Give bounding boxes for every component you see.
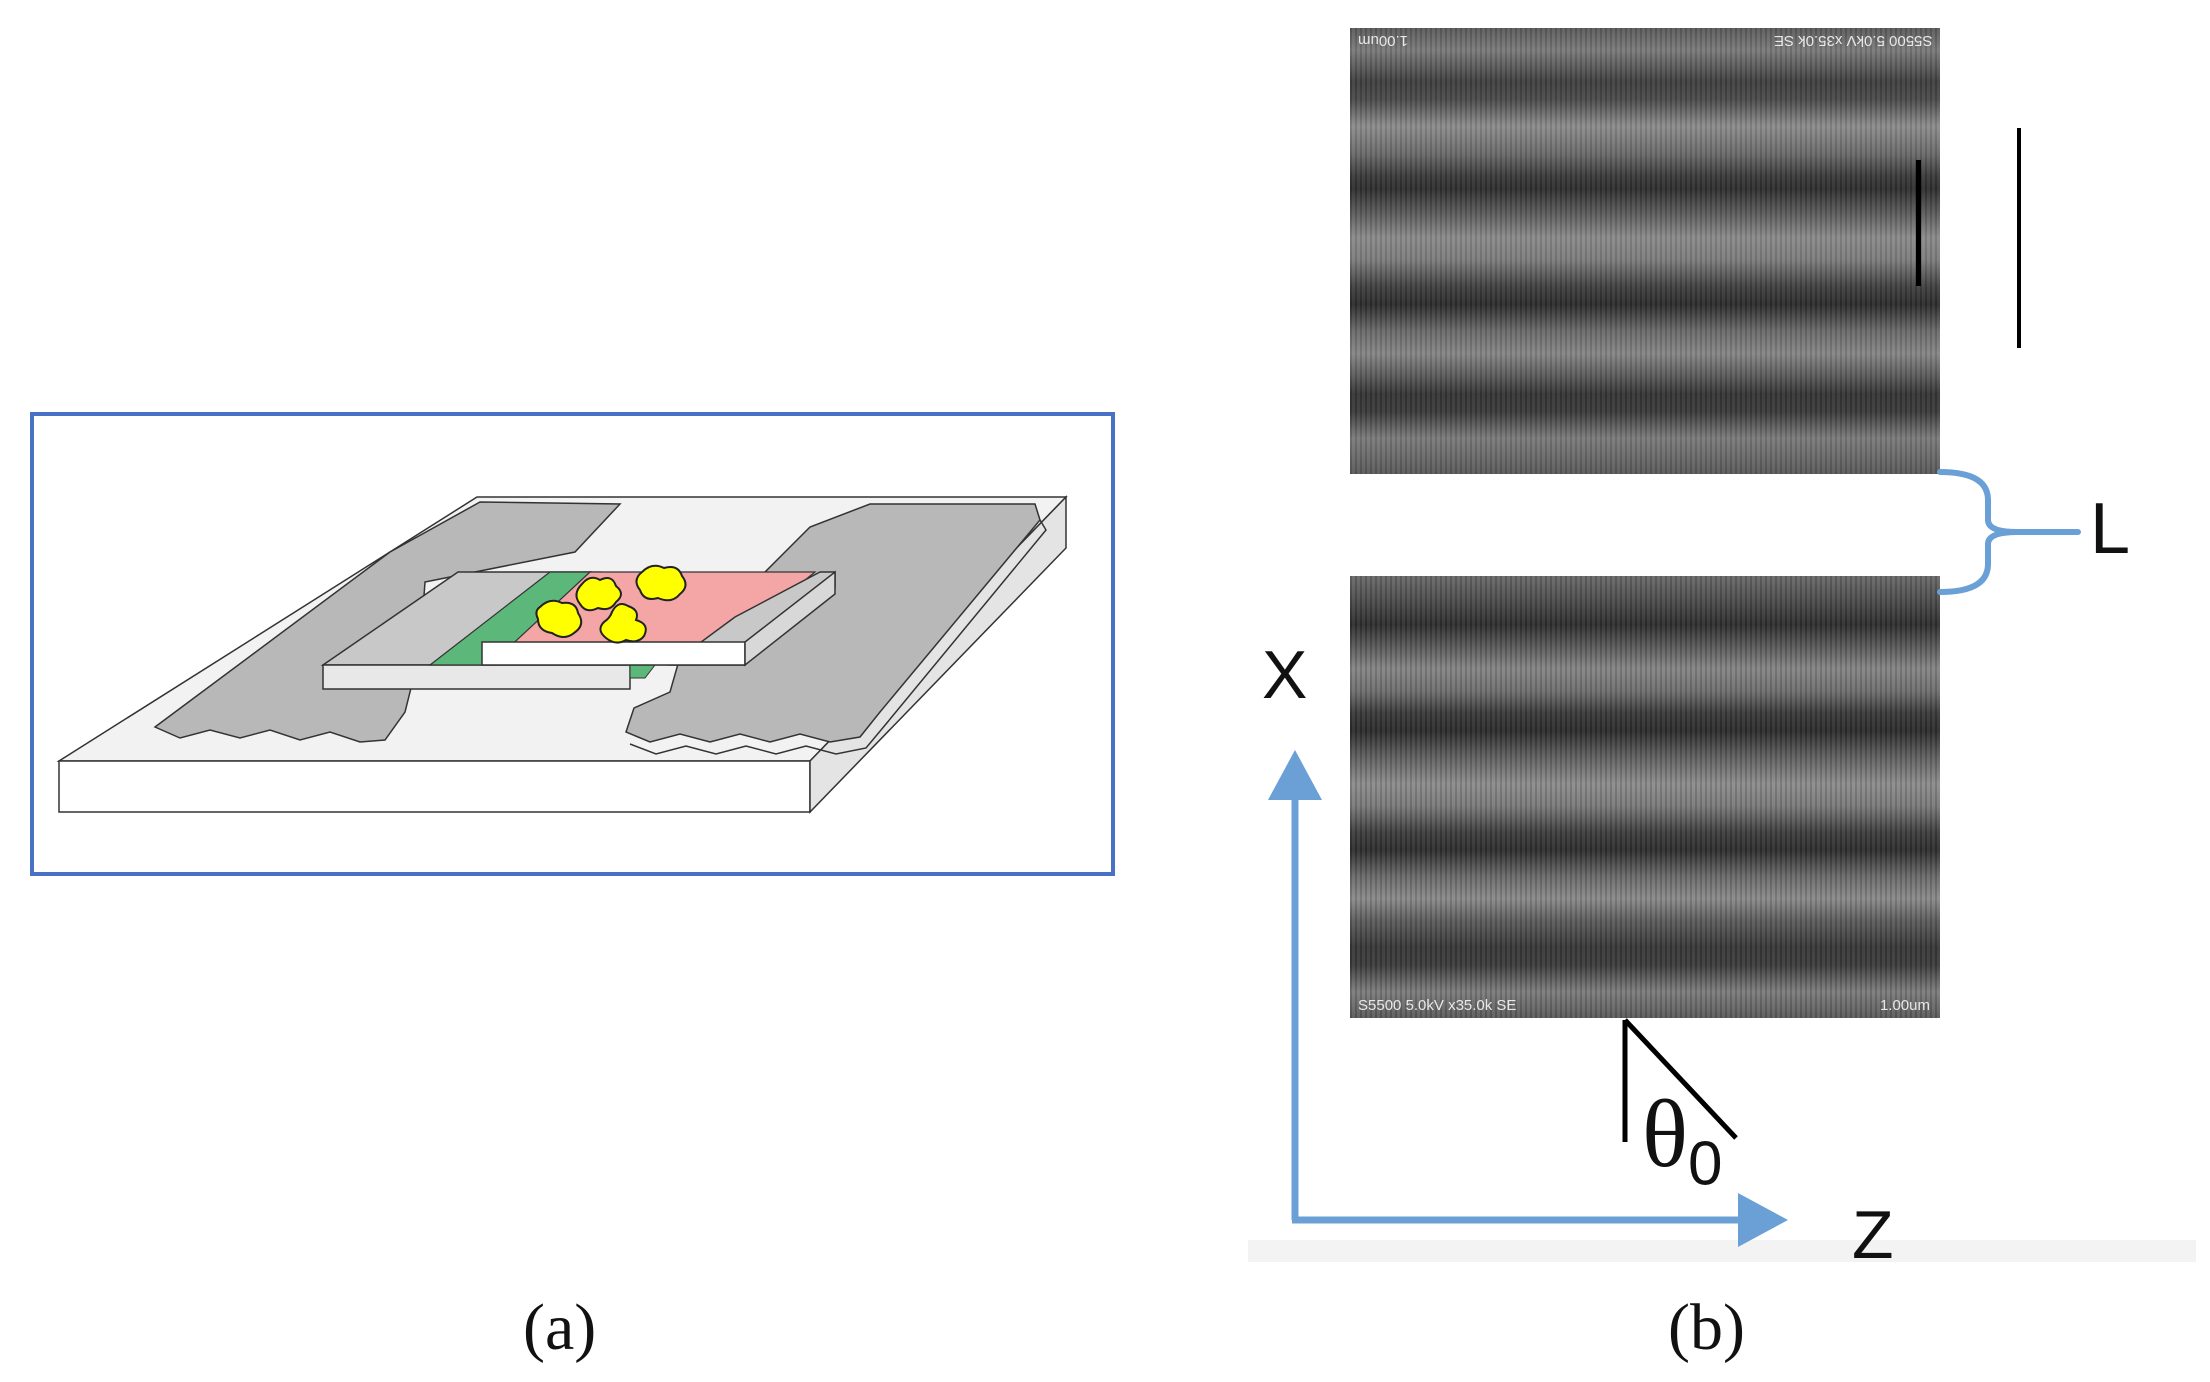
gap-label: L [2090,489,2131,569]
gap-brace [1937,469,2081,595]
panel-b-bottom-shade [1248,1240,2196,1262]
device-schematic [30,412,1115,876]
scale-line-long [2017,128,2021,348]
x-axis-arrowhead [1268,750,1322,800]
sem-image-top: S5500 5.0kV x35.0k SE 1.00um [1350,28,1940,474]
angle-symbol: θ [1642,1080,1688,1187]
sem-image-bottom: S5500 5.0kV x35.0k SE 1.00um [1350,576,1940,1018]
particle [635,564,687,602]
x-axis-label: X [1262,637,1308,713]
angle-tilted-line [1623,1018,1738,1140]
particle [575,576,622,612]
sem-bottom-scale: 1.00um [1879,997,1930,1014]
right-pad-side [744,570,836,667]
sem-bottom-caption: S5500 5.0kV x35.0k SE [1358,997,1517,1014]
particle [599,603,647,644]
left-pad-front [322,664,631,690]
scale-line-short [1916,160,1921,286]
z-axis-arrowhead [1738,1193,1788,1247]
panel-b-label: (b) [1668,1291,1745,1364]
angle-subscript: 0 [1687,1129,1723,1199]
schematic-frame [30,412,1115,876]
angle-label: θ0 [1642,1086,1722,1196]
substrate-front [58,760,811,813]
panel-a [30,412,1115,876]
panel-b-annotations [1268,469,2081,1247]
right-pad-front [481,641,746,666]
right-electrode-fold [629,519,1047,755]
z-axis-label: Z [1852,1197,1894,1273]
particle [535,599,583,638]
panel-a-label: (a) [523,1291,597,1364]
